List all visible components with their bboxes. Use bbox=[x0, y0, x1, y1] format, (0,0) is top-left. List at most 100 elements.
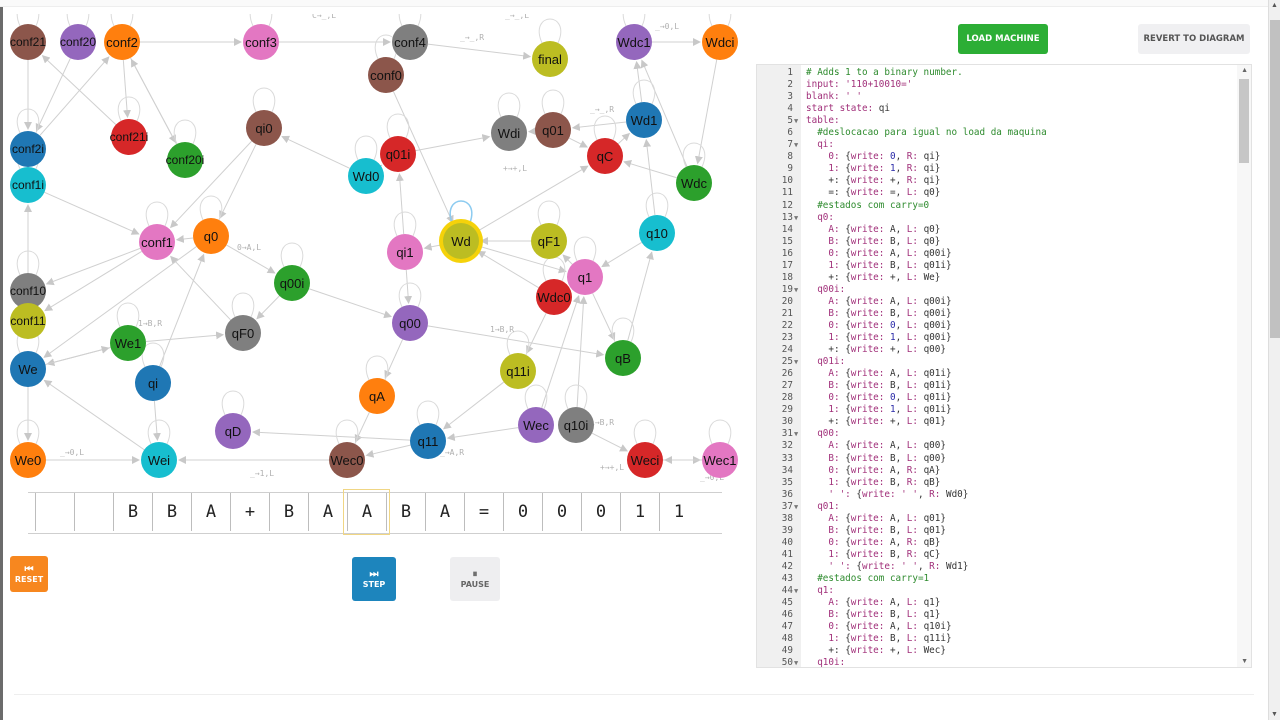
code-line[interactable]: 14 A: {write: A, L: q0} bbox=[757, 224, 1237, 236]
state-node-q01[interactable]: q01 bbox=[535, 112, 571, 148]
state-node-Wdc1[interactable]: Wdc1 bbox=[616, 24, 652, 60]
fold-toggle-icon[interactable]: ▼ bbox=[794, 587, 799, 596]
code-line[interactable]: 9 1: {write: 1, R: qi} bbox=[757, 163, 1237, 175]
state-node-q01i[interactable]: q01i bbox=[380, 136, 416, 172]
code-line[interactable]: 23 1: {write: 1, L: q00i} bbox=[757, 332, 1237, 344]
state-node-q11[interactable]: q11 bbox=[410, 423, 446, 459]
state-node-Wec[interactable]: Wec bbox=[518, 407, 554, 443]
state-node-q10[interactable]: q10 bbox=[639, 215, 675, 251]
code-line[interactable]: 1# Adds 1 to a binary number. bbox=[757, 67, 1237, 79]
state-node-conf21[interactable]: conf21 bbox=[10, 24, 46, 60]
state-node-We[interactable]: We bbox=[10, 351, 46, 387]
code-line[interactable]: 7▼ qi: bbox=[757, 139, 1237, 151]
code-line[interactable]: 27 B: {write: B, L: q01i} bbox=[757, 380, 1237, 392]
state-node-We0[interactable]: We0 bbox=[10, 442, 46, 478]
step-button[interactable]: ⏭ STEP bbox=[352, 557, 396, 601]
code-line[interactable]: 29 1: {write: 1, L: q01i} bbox=[757, 404, 1237, 416]
state-node-q00[interactable]: q00 bbox=[392, 305, 428, 341]
code-line[interactable]: 26 A: {write: A, L: q01i} bbox=[757, 368, 1237, 380]
code-line[interactable]: 18 +: {write: +, L: We} bbox=[757, 272, 1237, 284]
code-line[interactable]: 20 A: {write: A, L: q00i} bbox=[757, 296, 1237, 308]
code-line[interactable]: 36 ' ': {write: ' ', R: Wd0} bbox=[757, 489, 1237, 501]
code-line[interactable]: 44▼ q1: bbox=[757, 585, 1237, 597]
code-line[interactable]: 12 #estados com carry=0 bbox=[757, 200, 1237, 212]
fold-toggle-icon[interactable]: ▼ bbox=[794, 285, 799, 294]
code-line[interactable]: 41 1: {write: B, R: qC} bbox=[757, 549, 1237, 561]
code-line[interactable]: 48 1: {write: B, L: q11i} bbox=[757, 633, 1237, 645]
code-line[interactable]: 11 =: {write: =, L: q0} bbox=[757, 187, 1237, 199]
state-node-Wec0[interactable]: Wec0 bbox=[329, 442, 365, 478]
load-machine-button[interactable]: LOAD MACHINE bbox=[958, 24, 1048, 54]
code-line[interactable]: 50▼ q10i: bbox=[757, 657, 1237, 667]
state-node-qD[interactable]: qD bbox=[215, 413, 251, 449]
editor-scrollbar[interactable]: ▲ ▼ bbox=[1237, 65, 1251, 667]
state-node-Wec1[interactable]: Wec1 bbox=[702, 442, 738, 478]
code-line[interactable]: 17 1: {write: B, L: q01i} bbox=[757, 260, 1237, 272]
page-scrollbar[interactable]: ▲ ▼ bbox=[1268, 0, 1280, 720]
code-line[interactable]: 32 A: {write: A, L: q00} bbox=[757, 440, 1237, 452]
fold-toggle-icon[interactable]: ▼ bbox=[794, 502, 799, 511]
state-node-q10i[interactable]: q10i bbox=[558, 407, 594, 443]
pause-button[interactable]: ⏸ PAUSE bbox=[450, 557, 500, 601]
code-line[interactable]: 16 0: {write: A, L: q00i} bbox=[757, 248, 1237, 260]
state-node-conf2i[interactable]: conf2i bbox=[10, 131, 46, 167]
state-node-conf1[interactable]: conf1 bbox=[139, 224, 175, 260]
code-line[interactable]: 37▼ q01: bbox=[757, 501, 1237, 513]
code-line[interactable]: 49 +: {write: +, L: Wec} bbox=[757, 645, 1237, 657]
fold-toggle-icon[interactable]: ▼ bbox=[794, 213, 799, 222]
code-line[interactable]: 24 +: {write: +, L: q00} bbox=[757, 344, 1237, 356]
state-node-Wei[interactable]: Wei bbox=[141, 442, 177, 478]
state-node-conf3[interactable]: conf3 bbox=[243, 24, 279, 60]
code-line[interactable]: 10 +: {write: +, R: qi} bbox=[757, 175, 1237, 187]
code-line[interactable]: 13▼ q0: bbox=[757, 212, 1237, 224]
code-line[interactable]: 15 B: {write: B, L: q0} bbox=[757, 236, 1237, 248]
code-line[interactable]: 31▼ q00: bbox=[757, 428, 1237, 440]
state-node-conf11[interactable]: conf11 bbox=[10, 303, 46, 339]
state-node-qi0[interactable]: qi0 bbox=[246, 110, 282, 146]
code-line[interactable]: 43 #estados com carry=1 bbox=[757, 573, 1237, 585]
state-node-q00i[interactable]: q00i bbox=[274, 265, 310, 301]
state-node-qC[interactable]: qC bbox=[587, 138, 623, 174]
state-node-conf4[interactable]: conf4 bbox=[392, 24, 428, 60]
fold-toggle-icon[interactable]: ▼ bbox=[794, 430, 799, 439]
code-line[interactable]: 5▼table: bbox=[757, 115, 1237, 127]
state-node-conf20i[interactable]: conf20i bbox=[166, 142, 204, 178]
code-line[interactable]: 8 0: {write: 0, R: qi} bbox=[757, 151, 1237, 163]
editor-scroll-thumb[interactable] bbox=[1239, 79, 1249, 163]
state-node-qB[interactable]: qB bbox=[605, 340, 641, 376]
state-node-Wd[interactable]: Wd bbox=[443, 223, 479, 259]
code-line[interactable]: 33 B: {write: B, L: q00} bbox=[757, 453, 1237, 465]
page-scroll-up-icon[interactable]: ▲ bbox=[1271, 2, 1278, 9]
state-node-Wd1[interactable]: Wd1 bbox=[626, 102, 662, 138]
code-line[interactable]: 25▼ q01i: bbox=[757, 356, 1237, 368]
scroll-up-icon[interactable]: ▲ bbox=[1241, 67, 1248, 74]
state-node-conf0[interactable]: conf0 bbox=[368, 57, 404, 93]
state-node-final[interactable]: final bbox=[532, 41, 568, 77]
code-line[interactable]: 35 1: {write: B, R: qB} bbox=[757, 477, 1237, 489]
code-line[interactable]: 40 0: {write: A, R: qB} bbox=[757, 537, 1237, 549]
page-scroll-thumb[interactable] bbox=[1270, 20, 1280, 338]
code-line[interactable]: 22 0: {write: 0, L: q00i} bbox=[757, 320, 1237, 332]
state-node-Wdci[interactable]: Wdci bbox=[702, 24, 738, 60]
reset-button[interactable]: ⏮ RESET bbox=[10, 556, 48, 592]
code-line[interactable]: 46 B: {write: B, L: q1} bbox=[757, 609, 1237, 621]
fold-toggle-icon[interactable]: ▼ bbox=[794, 117, 799, 126]
code-line[interactable]: 30 +: {write: +, L: q01} bbox=[757, 416, 1237, 428]
state-node-We1[interactable]: We1 bbox=[110, 325, 146, 361]
code-line[interactable]: 42 ' ': {write: ' ', R: Wd1} bbox=[757, 561, 1237, 573]
state-node-conf21i[interactable]: conf21i bbox=[110, 119, 148, 155]
state-node-q11i[interactable]: q11i bbox=[500, 353, 536, 389]
state-node-conf2[interactable]: conf2 bbox=[104, 24, 140, 60]
state-node-conf20[interactable]: conf20 bbox=[60, 24, 96, 60]
code-line[interactable]: 6 #deslocacao para igual no load da maqu… bbox=[757, 127, 1237, 139]
code-line[interactable]: 21 B: {write: B, L: q00i} bbox=[757, 308, 1237, 320]
state-node-qA[interactable]: qA bbox=[359, 378, 395, 414]
scroll-down-icon[interactable]: ▼ bbox=[1241, 658, 1248, 665]
revert-to-diagram-button[interactable]: REVERT TO DIAGRAM bbox=[1138, 24, 1250, 54]
